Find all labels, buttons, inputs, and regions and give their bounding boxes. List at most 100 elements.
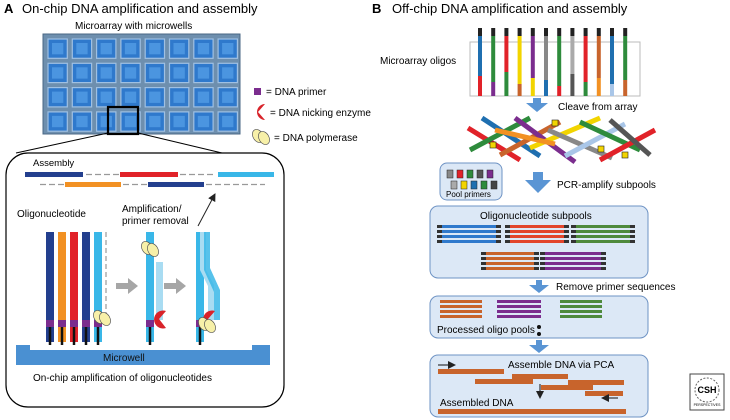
subpool-oligo xyxy=(574,230,632,233)
oligo-tip xyxy=(530,28,535,36)
oligo-bar xyxy=(596,36,601,78)
subpool-primer-left xyxy=(437,225,442,228)
microwell-cell-inner xyxy=(100,91,112,103)
bottom-caption: On-chip amplification of oligonucleotide… xyxy=(33,373,212,384)
subpool-primer-left xyxy=(571,240,576,243)
logo-subtext: PERSPECTIVES xyxy=(694,403,722,407)
subpool-primer-left xyxy=(481,262,486,265)
subpool-primer-left xyxy=(437,240,442,243)
pool-primer xyxy=(466,169,474,179)
nicking-enzyme-legend-icon xyxy=(257,104,265,120)
pool-primer xyxy=(446,169,454,179)
oligo-bar-end xyxy=(504,72,509,96)
cleaved-oligos xyxy=(466,115,657,165)
pcr-amplify-label: PCR-amplify subpools xyxy=(557,180,656,191)
oligo-tip xyxy=(504,28,509,36)
microwell-cell-inner xyxy=(197,91,210,103)
oligo-bar xyxy=(517,36,522,84)
subpool-oligo xyxy=(543,252,603,255)
microwell-cell-inner xyxy=(124,91,137,103)
assembly-label: Assembly xyxy=(33,158,74,169)
oligo-tip xyxy=(557,28,562,36)
process-arrow-1 xyxy=(116,278,138,294)
primer-tag xyxy=(551,119,559,127)
oligo-tip xyxy=(596,28,601,36)
oligo-strand-group-1 xyxy=(46,232,111,345)
oligo-bar xyxy=(478,36,482,76)
oligo-bar xyxy=(491,36,496,82)
microwell-cell-inner xyxy=(76,43,88,55)
microwell-cell-inner xyxy=(124,67,137,79)
subpool-primer-left xyxy=(505,230,510,233)
microwell-cell-inner xyxy=(197,43,210,55)
subpool-primer-right xyxy=(534,267,539,270)
subpool-primer-left xyxy=(571,225,576,228)
microarray-oligos-label: Microarray oligos xyxy=(380,56,456,67)
microwell-cell-inner xyxy=(149,115,161,128)
oligo-tip xyxy=(544,28,548,36)
processed-oligo xyxy=(497,300,541,303)
subpool-primer-left xyxy=(481,257,486,260)
subpool-oligo xyxy=(574,225,632,228)
oligo-bar-end xyxy=(610,84,614,96)
oligonucleotide-subpools xyxy=(437,225,635,270)
pool-primer xyxy=(460,180,468,190)
release-arrow xyxy=(197,193,216,227)
processed-oligo-pools xyxy=(440,300,602,318)
oligo-bar xyxy=(583,36,588,82)
oligo-tip xyxy=(623,28,628,36)
subpool-oligo xyxy=(508,235,566,238)
legend-polymerase-text: = DNA polymerase xyxy=(274,133,358,144)
oligo-label: Oligonucleotide xyxy=(17,209,86,220)
pool-primer xyxy=(486,169,494,179)
zoom-line-right xyxy=(137,132,223,154)
subpool-oligo xyxy=(484,262,536,265)
subpool-oligo xyxy=(508,225,566,228)
subpool-primer-right xyxy=(630,225,635,228)
primer-tag xyxy=(621,151,629,159)
subpool-primer-right xyxy=(601,252,606,255)
subpool-primer-left xyxy=(437,235,442,238)
subpool-primer-left xyxy=(437,230,442,233)
subpool-oligo xyxy=(484,257,536,260)
microwell-label: Microwell xyxy=(103,353,145,364)
panel-a-letter: A xyxy=(4,1,14,16)
pool-primers-label: Pool primers xyxy=(446,190,491,199)
microwell-cell-inner xyxy=(149,91,161,103)
oligo-tip xyxy=(478,28,482,36)
cleaved-oligo xyxy=(608,118,652,157)
processed-oligo xyxy=(440,300,482,303)
processed-oligo xyxy=(497,305,541,308)
subpool-primer-left xyxy=(481,267,486,270)
legend-primer-text: = DNA primer xyxy=(266,87,327,98)
zoom-detail-box xyxy=(5,152,285,408)
subpool-primer-left xyxy=(571,235,576,238)
microwell-cell-inner xyxy=(52,115,64,128)
zoom-line-left xyxy=(15,132,109,154)
cleave-label: Cleave from array xyxy=(558,102,637,113)
subpool-oligo xyxy=(440,230,498,233)
subpool-primer-left xyxy=(505,240,510,243)
subpool-oligo xyxy=(543,257,603,260)
pool-primer-icons xyxy=(446,169,498,190)
cleaved-oligo xyxy=(598,127,657,163)
oligo-bar-end xyxy=(530,78,535,96)
subpool-primer-right xyxy=(496,240,501,243)
oligo-bar xyxy=(623,36,628,80)
oligo-tip xyxy=(570,28,575,36)
microarray-grid xyxy=(42,33,241,136)
subpool-primer-left xyxy=(540,262,545,265)
oligo-bar xyxy=(557,36,562,86)
subpool-primer-right xyxy=(564,240,569,243)
microwell-cell-inner xyxy=(222,115,234,128)
pool-primer xyxy=(490,180,498,190)
microwell-base xyxy=(16,350,270,365)
logo-text: CSH xyxy=(697,385,716,395)
assemble-label: Assemble DNA via PCA xyxy=(508,360,614,371)
process-arrow-2 xyxy=(164,278,186,294)
subpool-primer-left xyxy=(540,267,545,270)
oligo-bar-end xyxy=(623,80,628,96)
microwell-cell-inner xyxy=(173,91,185,103)
oligo-bar-end xyxy=(570,74,575,96)
